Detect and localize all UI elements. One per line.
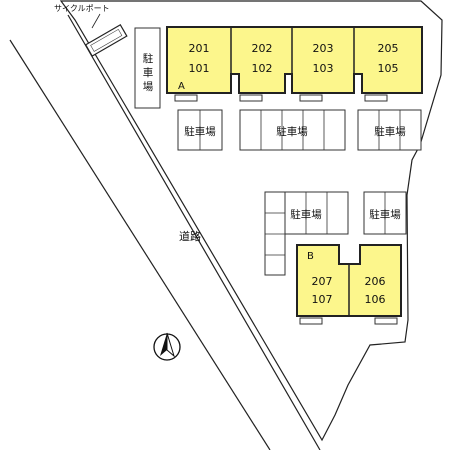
svg-text:205: 205 (378, 42, 399, 55)
building-a: A 201 101 202 102 203 103 205 105 (166, 26, 423, 102)
road-edge-right (67, 14, 321, 450)
svg-text:駐車場: 駐車場 (374, 125, 406, 138)
parking-row-1: 駐車場 駐車場 駐車場 (177, 109, 422, 151)
svg-text:102: 102 (252, 62, 273, 75)
svg-text:107: 107 (312, 293, 333, 306)
unit-201-101: 201 101 (189, 42, 210, 75)
unit-202-102: 202 102 (252, 42, 273, 75)
road-edge-left (9, 39, 271, 450)
building-b: B 207 107 206 106 (296, 244, 402, 325)
svg-text:206: 206 (365, 275, 386, 288)
svg-text:203: 203 (313, 42, 334, 55)
building-a-outline (166, 26, 423, 94)
svg-text:105: 105 (378, 62, 399, 75)
cycle-port-leader (91, 13, 101, 29)
svg-text:駐車場: 駐車場 (276, 125, 308, 138)
svg-text:101: 101 (189, 62, 210, 75)
svg-text:駐車場: 駐車場 (290, 208, 322, 221)
svg-text:201: 201 (189, 42, 210, 55)
north-arrow-icon (153, 332, 181, 361)
svg-text:103: 103 (313, 62, 334, 75)
cycle-port-label: サイクルポート (54, 4, 110, 13)
svg-text:207: 207 (312, 275, 333, 288)
unit-203-103: 203 103 (313, 42, 334, 75)
cycle-port (84, 23, 128, 57)
unit-207-107: 207 107 (312, 275, 333, 306)
parking-vertical-label: 駐車場 (143, 52, 154, 93)
svg-text:202: 202 (252, 42, 273, 55)
parking-row-2: 駐車場 駐車場 (264, 191, 407, 276)
unit-206-106: 206 106 (365, 275, 386, 306)
parking-vertical (134, 27, 161, 109)
building-a-name: A (178, 81, 185, 92)
unit-205-105: 205 105 (378, 42, 399, 75)
road-label: 道路 (179, 229, 201, 243)
site-boundary (59, 0, 443, 442)
svg-text:駐車場: 駐車場 (184, 125, 216, 138)
building-b-name: B (307, 251, 314, 262)
svg-text:駐車場: 駐車場 (369, 208, 401, 221)
svg-text:106: 106 (365, 293, 386, 306)
